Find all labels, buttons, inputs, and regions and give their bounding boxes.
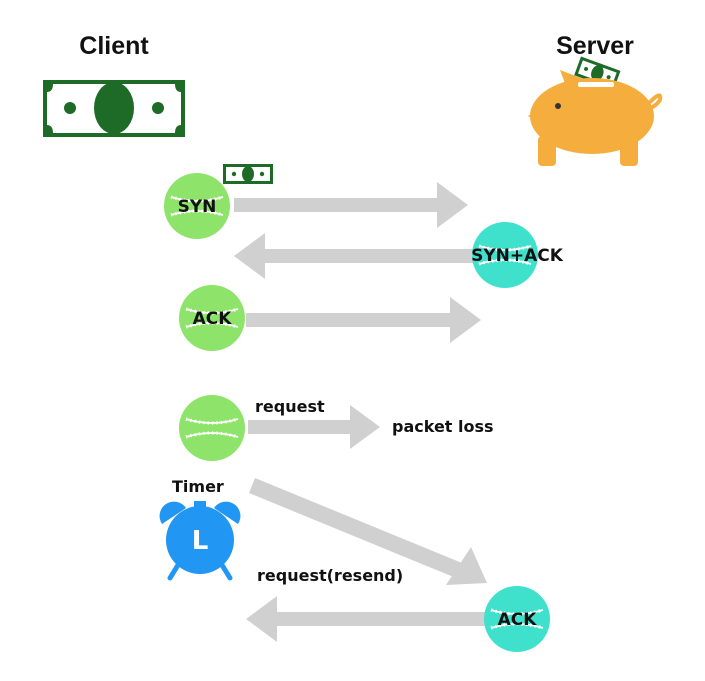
banknote-icon — [43, 80, 185, 137]
packet-loss-label: packet loss — [392, 417, 494, 436]
request-label: request — [255, 397, 325, 416]
baseball-icon — [179, 285, 245, 351]
client-title: Client — [79, 32, 149, 60]
ack-response-label: ACK — [498, 610, 538, 630]
piggy-bank-icon — [528, 56, 663, 166]
banknote-icon — [223, 164, 273, 184]
ack-response-ball: ACK — [484, 586, 550, 652]
arrow-syn-ack — [234, 233, 475, 279]
arrow-request-resend — [249, 478, 487, 585]
resend-label: request(resend) — [257, 566, 403, 585]
syn-label: SYN — [178, 197, 217, 217]
arrow-syn — [234, 182, 468, 228]
baseball-icon — [484, 586, 550, 652]
arrow-request-lost — [248, 405, 380, 449]
baseball-icon — [472, 222, 538, 288]
arrow-ack-response — [246, 596, 485, 642]
ack-label: ACK — [193, 309, 233, 329]
baseball-icon — [179, 395, 245, 461]
baseball-icon — [164, 173, 230, 239]
syn-ball: SYN — [164, 173, 230, 239]
ack-ball: ACK — [179, 285, 245, 351]
syn-ack-ball: SYN+ACK — [471, 222, 564, 288]
arrow-ack — [246, 297, 481, 343]
clock-face-letter: L — [192, 526, 209, 556]
server-title: Server — [556, 32, 634, 60]
alarm-clock-icon: L — [159, 501, 241, 581]
syn-ack-label: SYN+ACK — [471, 246, 564, 266]
request-ball — [179, 395, 245, 461]
timer-label: Timer — [172, 477, 224, 496]
